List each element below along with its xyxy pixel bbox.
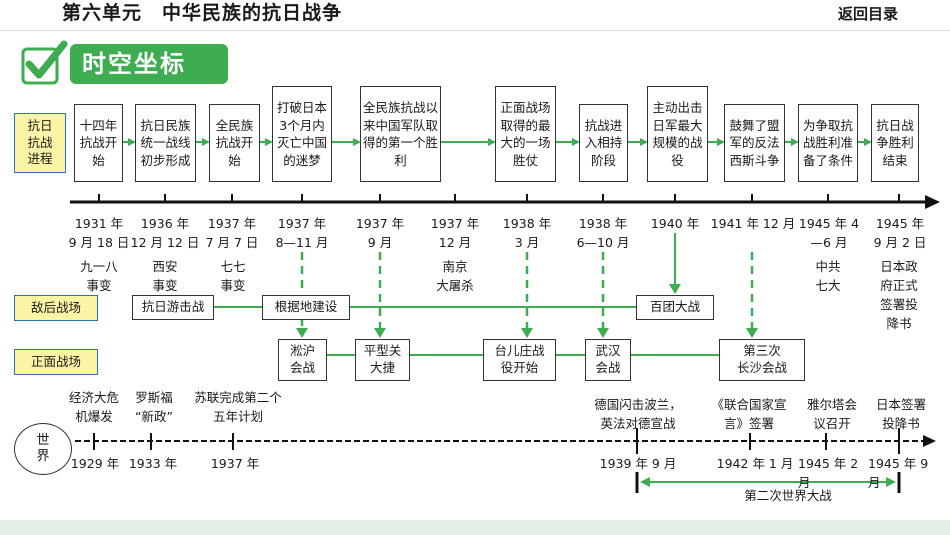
- header-divider: [0, 30, 950, 31]
- front-battle-box: 第三次 长沙会战: [719, 339, 805, 381]
- event-box: 打破日本3个月内灭亡中国的迷梦: [272, 86, 332, 182]
- ww2-label: 第二次世界大战: [744, 488, 832, 503]
- event-box: 鼓舞了盟军的反法西斯斗争: [724, 104, 785, 182]
- event-box: 抗日战争胜利结束: [871, 104, 919, 182]
- checkmark-icon: [21, 40, 68, 85]
- timeline-date: 1938 年 6—10 月: [576, 216, 630, 250]
- timeline-date: 1945 年 9 月 2 日: [873, 216, 927, 250]
- timeline-date: 1941 年 12 月: [710, 216, 796, 231]
- world-date: 1937 年: [210, 456, 260, 471]
- world-circle: 世界: [14, 423, 72, 475]
- event-box: 抗战进入相持阶段: [579, 104, 628, 182]
- timeline-date: 1940 年: [650, 216, 700, 231]
- footer-bar: [0, 520, 950, 535]
- world-date: 1942 年 1 月: [716, 456, 794, 471]
- timeline-date: 1945 年 4 —6 月: [798, 216, 860, 250]
- world-event: 德国闪击波兰， 英法对德宣战: [594, 397, 682, 431]
- section-title: 时空坐标: [82, 50, 186, 78]
- rear-battle-box: 抗日游击战: [132, 295, 214, 320]
- event-box: 正面战场取得的最大的一场胜仗: [495, 86, 556, 182]
- world-event: 苏联完成第二个 五年计划: [194, 390, 282, 424]
- timeline-date: 1937 年 12 月: [430, 216, 480, 250]
- world-date: 1933 年: [128, 456, 178, 471]
- event-note: 南京 大屠杀: [436, 259, 474, 293]
- front-battle-box: 武汉 会战: [585, 339, 631, 381]
- event-box: 主动出击日军最大规模的战役: [647, 86, 708, 182]
- world-event: 雅尔塔会 议召开: [806, 397, 857, 431]
- world-date: 1945 年 9 月: [868, 456, 929, 490]
- world-event: 日本签署 投降书: [875, 397, 926, 431]
- event-box: 为争取抗战胜利准备了条件: [798, 104, 858, 182]
- world-date: 1929 年: [70, 456, 120, 471]
- world-event: 罗斯福 “新政”: [135, 390, 173, 424]
- event-note: 西安 事变: [152, 259, 178, 293]
- row-label-progress: 抗日抗战进程: [14, 113, 66, 173]
- row-label-front: 正面战场: [14, 349, 98, 375]
- world-event: 经济大危 机爆发: [68, 390, 119, 424]
- event-note: 七七 事变: [220, 259, 246, 293]
- rear-battle-box: 根据地建设: [262, 295, 350, 320]
- timeline-date: 1937 年 9 月: [355, 216, 405, 250]
- front-battle-box: 淞沪 会战: [278, 339, 327, 381]
- event-note: 中共 七大: [815, 259, 841, 293]
- world-event: 《联合国家宣 言》签署: [711, 397, 787, 431]
- event-box: 抗日民族统一战线初步形成: [135, 104, 196, 182]
- header-bar: [0, 0, 950, 30]
- event-box: 全民族抗战开始: [209, 104, 260, 182]
- row-label-rear: 敌后战场: [14, 295, 98, 321]
- section-banner: [70, 44, 228, 84]
- event-note: 九一八 事变: [80, 259, 118, 293]
- timeline-date: 1937 年 7 月 7 日: [205, 216, 259, 250]
- world-date: 1939 年 9 月: [599, 456, 677, 471]
- rear-battle-box: 百团大战: [636, 295, 714, 320]
- back-to-contents-link[interactable]: 返回目录: [838, 5, 899, 23]
- world-date: 1945 年 2 月: [798, 456, 859, 490]
- event-box: 十四年抗战开始: [74, 104, 123, 182]
- event-note: 日本政 府正式 签署投 降书: [880, 259, 918, 331]
- timeline-date: 1938 年 3 月: [502, 216, 552, 250]
- timeline-date: 1936 年 12 月 12 日: [130, 216, 200, 250]
- front-battle-box: 台儿庄战 役开始: [483, 339, 556, 381]
- unit-title: 第六单元 中华民族的抗日战争: [62, 2, 343, 24]
- timeline-date: 1937 年 8—11 月: [275, 216, 329, 250]
- event-box: 全民族抗战以来中国军队取得的第一个胜利: [360, 86, 441, 182]
- timeline-date: 1931 年 9 月 18 日: [68, 216, 130, 250]
- front-battle-box: 平型关 大捷: [355, 339, 410, 381]
